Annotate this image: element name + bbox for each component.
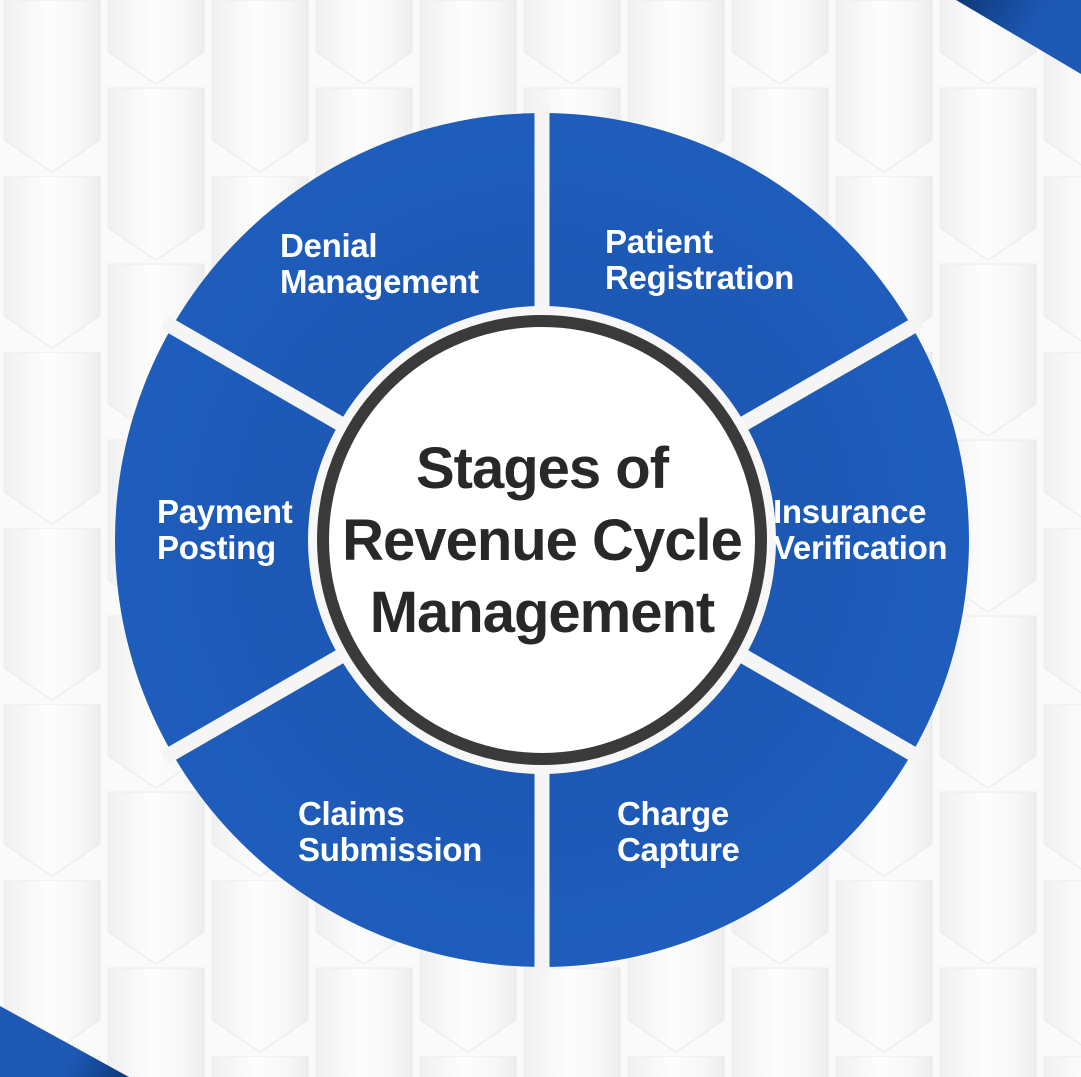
segment-label-line: Claims bbox=[298, 795, 405, 832]
hub-circle bbox=[317, 315, 767, 765]
segment-label-insurance-verification: Insurance Verification bbox=[773, 493, 948, 566]
segment-label-line: Posting bbox=[157, 529, 276, 566]
segment-label-line: Charge bbox=[617, 795, 729, 832]
segment-label-line: Capture bbox=[617, 831, 740, 868]
segment-label-line: Insurance bbox=[773, 493, 927, 530]
segment-label-payment-posting: Payment Posting bbox=[157, 493, 293, 566]
corner-triangle-bottom-left bbox=[0, 1006, 129, 1077]
segment-label-denial-management: Denial Management bbox=[280, 228, 479, 300]
segment-label-line: Submission bbox=[298, 831, 483, 868]
cycle-wheel bbox=[115, 104, 969, 976]
segment-label-charge-capture: Charge Capture bbox=[617, 796, 740, 868]
segment-label-line: Payment bbox=[157, 493, 293, 530]
segment-label-line: Management bbox=[280, 263, 479, 300]
segment-label-line: Registration bbox=[605, 259, 794, 296]
segment-label-claims-submission: Claims Submission bbox=[298, 796, 482, 868]
diagram-title-line: Stages of bbox=[415, 436, 669, 501]
segment-label-line: Patient bbox=[605, 223, 713, 260]
diagram-title-line: Management bbox=[369, 580, 716, 645]
segment-label-patient-registration: Patient Registration bbox=[605, 224, 794, 296]
diagram-title-line: Revenue Cycle bbox=[342, 508, 743, 573]
diagram-title: Stages of Revenue Cycle Management bbox=[307, 433, 777, 649]
segment-label-line: Denial bbox=[280, 227, 378, 264]
corner-triangle-top-right bbox=[956, 0, 1081, 74]
segment-label-line: Verification bbox=[773, 529, 948, 566]
